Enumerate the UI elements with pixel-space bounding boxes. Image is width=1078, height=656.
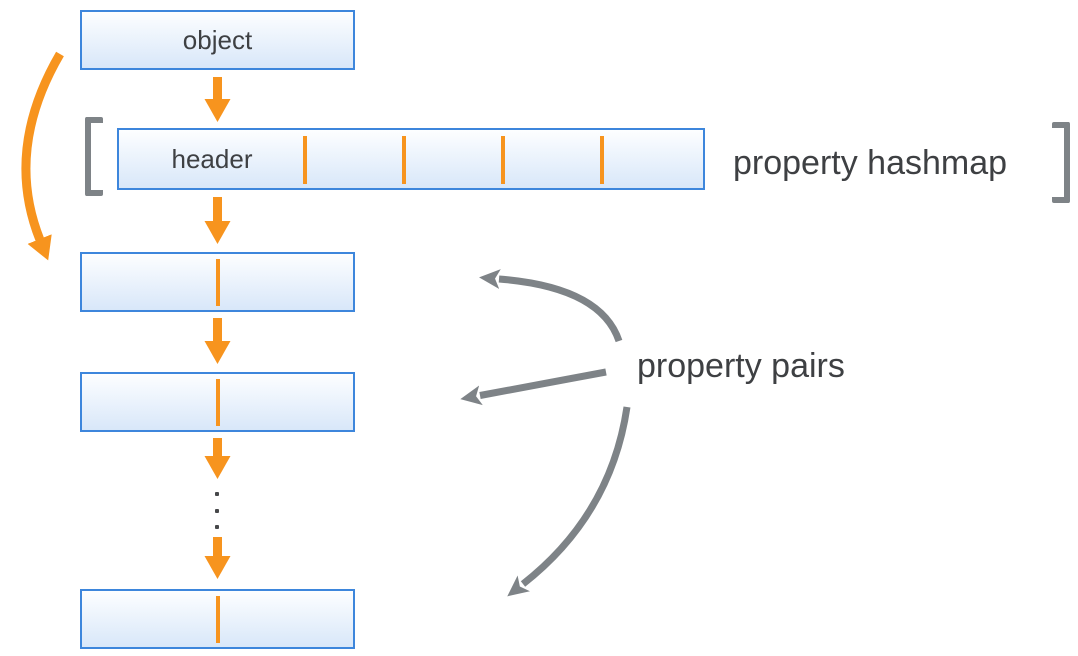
hashmap-cell-divider [600,136,604,184]
header-label: header [171,144,253,174]
hashmap-cell-divider [303,136,307,184]
property-pair-box-1 [80,252,355,312]
ellipsis-dot [215,509,219,513]
pair-cell-divider [215,379,220,426]
object-label: object [182,25,253,55]
property-hashmap-box: header [117,128,705,190]
property-pairs-label: property pairs [637,347,845,385]
hashmap-bracket-right [1052,122,1070,203]
pairs-pointer-arrow-middle [460,368,607,406]
ellipsis-dot [215,492,219,496]
object-to-pairs-curve-arrow [21,51,64,261]
ellipsis-dot [215,525,219,529]
pairs-pointer-arrow-top [479,269,623,343]
hashmap-bracket-left [85,117,103,196]
property-pair-box-3 [80,589,355,649]
pairs-pointer-arrow-bottom [507,406,631,597]
pair-cell-divider [215,259,220,306]
property-hashmap-label: property hashmap [733,144,1008,182]
property-pair-box-2 [80,372,355,432]
hashmap-header-cell: header [119,146,305,172]
hashmap-cell-divider [402,136,406,184]
hashmap-cell-divider [501,136,505,184]
object-box: object [80,10,355,70]
pair-cell-divider [215,596,220,643]
